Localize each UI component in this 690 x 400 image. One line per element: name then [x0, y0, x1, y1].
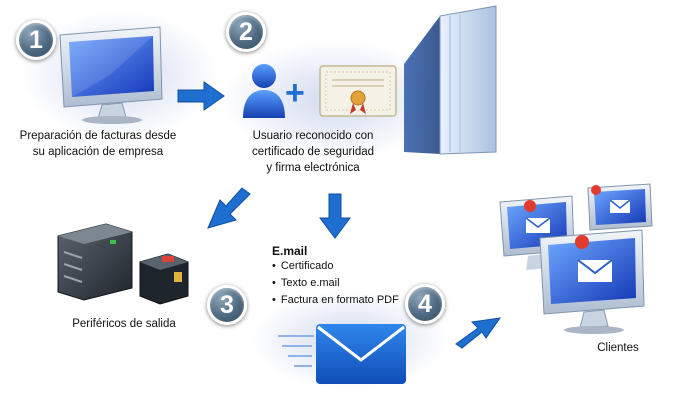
caption-line: Periféricos de salida: [72, 318, 176, 330]
computer-monitor-icon: [59, 26, 163, 124]
caption-line: certificado de seguridad: [251, 146, 375, 158]
user-icon: [243, 64, 285, 118]
step-1-badge: 1: [16, 20, 56, 60]
arrow-down-icon: [319, 193, 351, 239]
fax-device-icon: [139, 253, 189, 305]
step-1-caption: Preparación de facturas desde su aplicac…: [8, 128, 188, 160]
email-contents: E.mail Certificado Texto e.mail Factura …: [272, 244, 399, 309]
step-4-caption: Clientes: [568, 340, 668, 356]
server-icon: [404, 5, 497, 155]
email-item: Factura en formato PDF: [272, 292, 399, 309]
caption-line: Usuario reconocido con: [252, 130, 374, 142]
envelope-icon: [278, 324, 406, 384]
plus-sign: +: [285, 74, 305, 112]
certificate-icon: [319, 65, 397, 117]
step-4-badge: 4: [405, 284, 445, 324]
caption-line: su aplicación de empresa: [32, 146, 164, 158]
printer-icon: [57, 223, 133, 301]
email-title: E.mail: [272, 244, 308, 258]
step-2-caption: Usuario reconocido con certificado de se…: [228, 128, 398, 176]
caption-line: y firma electrónica: [266, 162, 360, 174]
step-3-caption: Periféricos de salida: [54, 316, 194, 332]
step-2-badge: 2: [226, 12, 266, 52]
step-3-badge: 3: [207, 285, 247, 325]
email-item: Certificado: [272, 258, 399, 275]
arrow-right-icon: [177, 81, 225, 111]
arrow-down-left-icon: [207, 187, 251, 229]
caption-line: Preparación de facturas desde: [19, 130, 177, 142]
caption-line: Clientes: [597, 342, 639, 354]
email-item: Texto e.mail: [272, 275, 399, 292]
clients-monitors-icon: [499, 183, 653, 334]
arrow-up-right-icon: [455, 317, 502, 349]
